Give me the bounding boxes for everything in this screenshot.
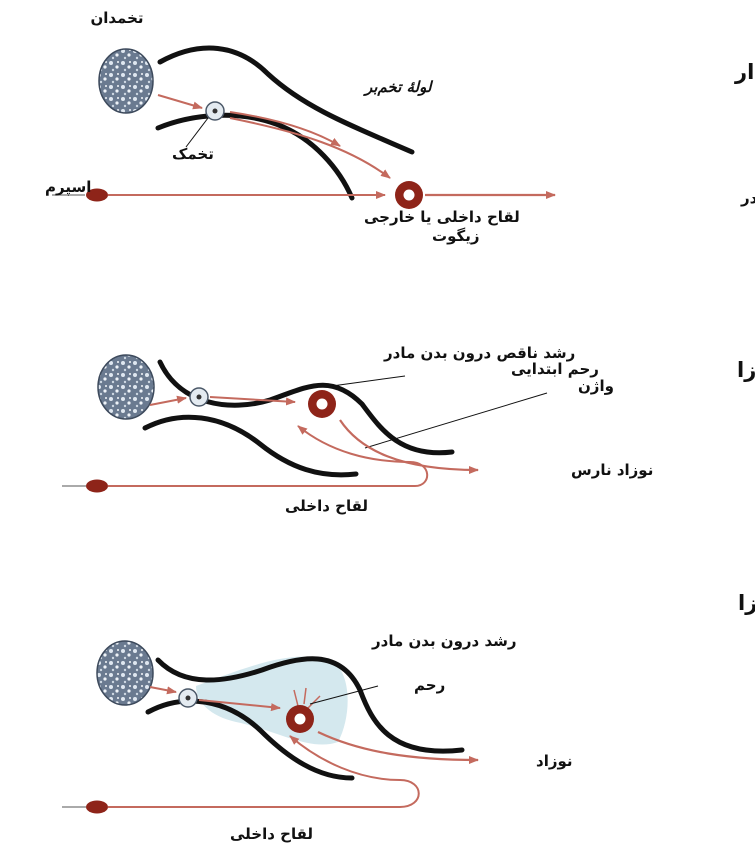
vagina-label: واژن [578, 377, 614, 395]
growth-label: رشد ناقص درون بدن مادر [383, 344, 575, 362]
panel-oviparous: تخم‌گذار تخمدان لولۀ تخم‌بر تخمک اسپرم ل… [45, 9, 755, 245]
arrow-ovary-to-egg [157, 94, 203, 110]
newborn-label: نوزاد نارس [571, 461, 653, 479]
embryo-core [316, 398, 328, 410]
arrow-ovary-to-egg [149, 686, 177, 695]
sperm-icon [86, 188, 108, 202]
uterus-upper-wall [155, 656, 465, 754]
panel-heading: تخم‌گذار [734, 59, 755, 84]
uterus-lower-wall [142, 414, 359, 478]
ovary-icon [96, 640, 154, 706]
uterus-leader-line [331, 375, 406, 387]
arrow-egg-to-uterus [198, 699, 281, 712]
arrow-egg-to-zygote [229, 117, 391, 179]
ovary-icon [98, 48, 154, 114]
oviduct-lower-wall [155, 112, 355, 201]
egg-nucleus-icon [196, 394, 202, 400]
zygote-core [403, 189, 415, 201]
arrow-sperm-path [108, 425, 429, 487]
arrow-birth [339, 419, 479, 474]
fertilization-label: لقاح داخلی [285, 497, 368, 515]
growth-label: رشد خارج از بدن مادر [740, 189, 755, 207]
egg-label: تخمک [172, 145, 214, 163]
arrow-egg-travel [229, 111, 341, 147]
panel-viviparous: بچه‌زا رشد درون بدن مادر رحم نوزاد لقاح … [62, 591, 755, 843]
egg-leader-line [185, 117, 209, 148]
vagina-leader-line [364, 392, 548, 449]
growth-label: رشد درون بدن مادر [371, 632, 517, 650]
zygote-label: زیگوت [432, 227, 479, 245]
arrow-egg-to-uterus [209, 396, 296, 406]
ovary-label: تخمدان [90, 9, 143, 27]
arrow-birth [317, 731, 479, 764]
newborn-label: نوزاد [536, 752, 573, 770]
egg-nucleus-icon [212, 108, 218, 114]
fertilization-label: لقاح داخلی یا خارجی [364, 208, 520, 226]
sperm-icon [86, 800, 108, 814]
sperm-icon [86, 479, 108, 493]
ovary-icon [97, 354, 155, 420]
panel-heading: بچه‌زا [738, 591, 755, 615]
arrow-ovary-to-egg [149, 395, 187, 406]
uterus-upper-wall [157, 359, 455, 456]
placenta-links [293, 687, 321, 709]
egg-nucleus-icon [185, 695, 191, 701]
arrow-sperm-path [108, 735, 420, 808]
panel-ovoviviparous: زنده‌زا رشد ناقص درون بدن مادر رحم ابتدا… [62, 344, 755, 515]
uterus-leader-line [309, 685, 379, 705]
panel-heading: زنده‌زا [737, 358, 755, 382]
embryo-core [294, 713, 306, 725]
uterus-label: رحم ابتدایی [511, 360, 599, 378]
fertilization-label: لقاح داخلی [230, 825, 313, 843]
oviduct-upper-wall [157, 45, 415, 155]
uterus-label: رحم [414, 676, 445, 694]
oviduct-label: لولۀ تخم‌بر [363, 78, 434, 96]
sperm-label: اسپرم [45, 178, 91, 197]
